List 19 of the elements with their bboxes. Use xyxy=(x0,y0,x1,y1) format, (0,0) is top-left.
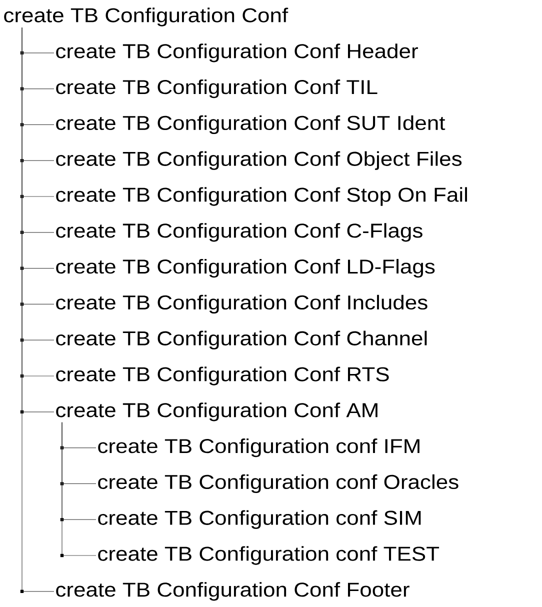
tree-item: create TB Configuration conf IFM xyxy=(98,438,420,458)
tree-item: create TB Configuration conf SIM xyxy=(98,510,421,529)
tree-item: create TB Configuration Conf Header xyxy=(56,44,418,62)
tree-connector xyxy=(60,422,96,558)
root-label: create TB Configuration Conf xyxy=(4,8,288,26)
tree-item: create TB Configuration Conf Footer xyxy=(56,582,410,601)
tree-item: create TB Configuration conf TEST xyxy=(98,546,440,565)
tree-item: create TB Configuration Conf TIL xyxy=(56,79,378,98)
tree-item: create TB Configuration Conf LD-Flags xyxy=(56,258,435,278)
tree-item: create TB Configuration Conf C-Flags xyxy=(56,223,422,242)
tree-item: create TB Configuration Conf AM xyxy=(56,402,378,422)
tree-item: create TB Configuration Conf Object Files xyxy=(56,151,462,170)
tree-item: create TB Configuration Conf Channel xyxy=(56,330,427,350)
tree-item: create TB Configuration Conf Includes xyxy=(56,294,428,314)
tree-connector xyxy=(20,27,54,593)
tree-item: create TB Configuration Conf RTS xyxy=(56,366,389,386)
tree-item: create TB Configuration conf Oracles xyxy=(98,474,458,494)
tree-item: create TB Configuration Conf SUT Ident xyxy=(56,115,446,134)
tree-item: create TB Configuration Conf Stop On Fail xyxy=(56,187,467,206)
